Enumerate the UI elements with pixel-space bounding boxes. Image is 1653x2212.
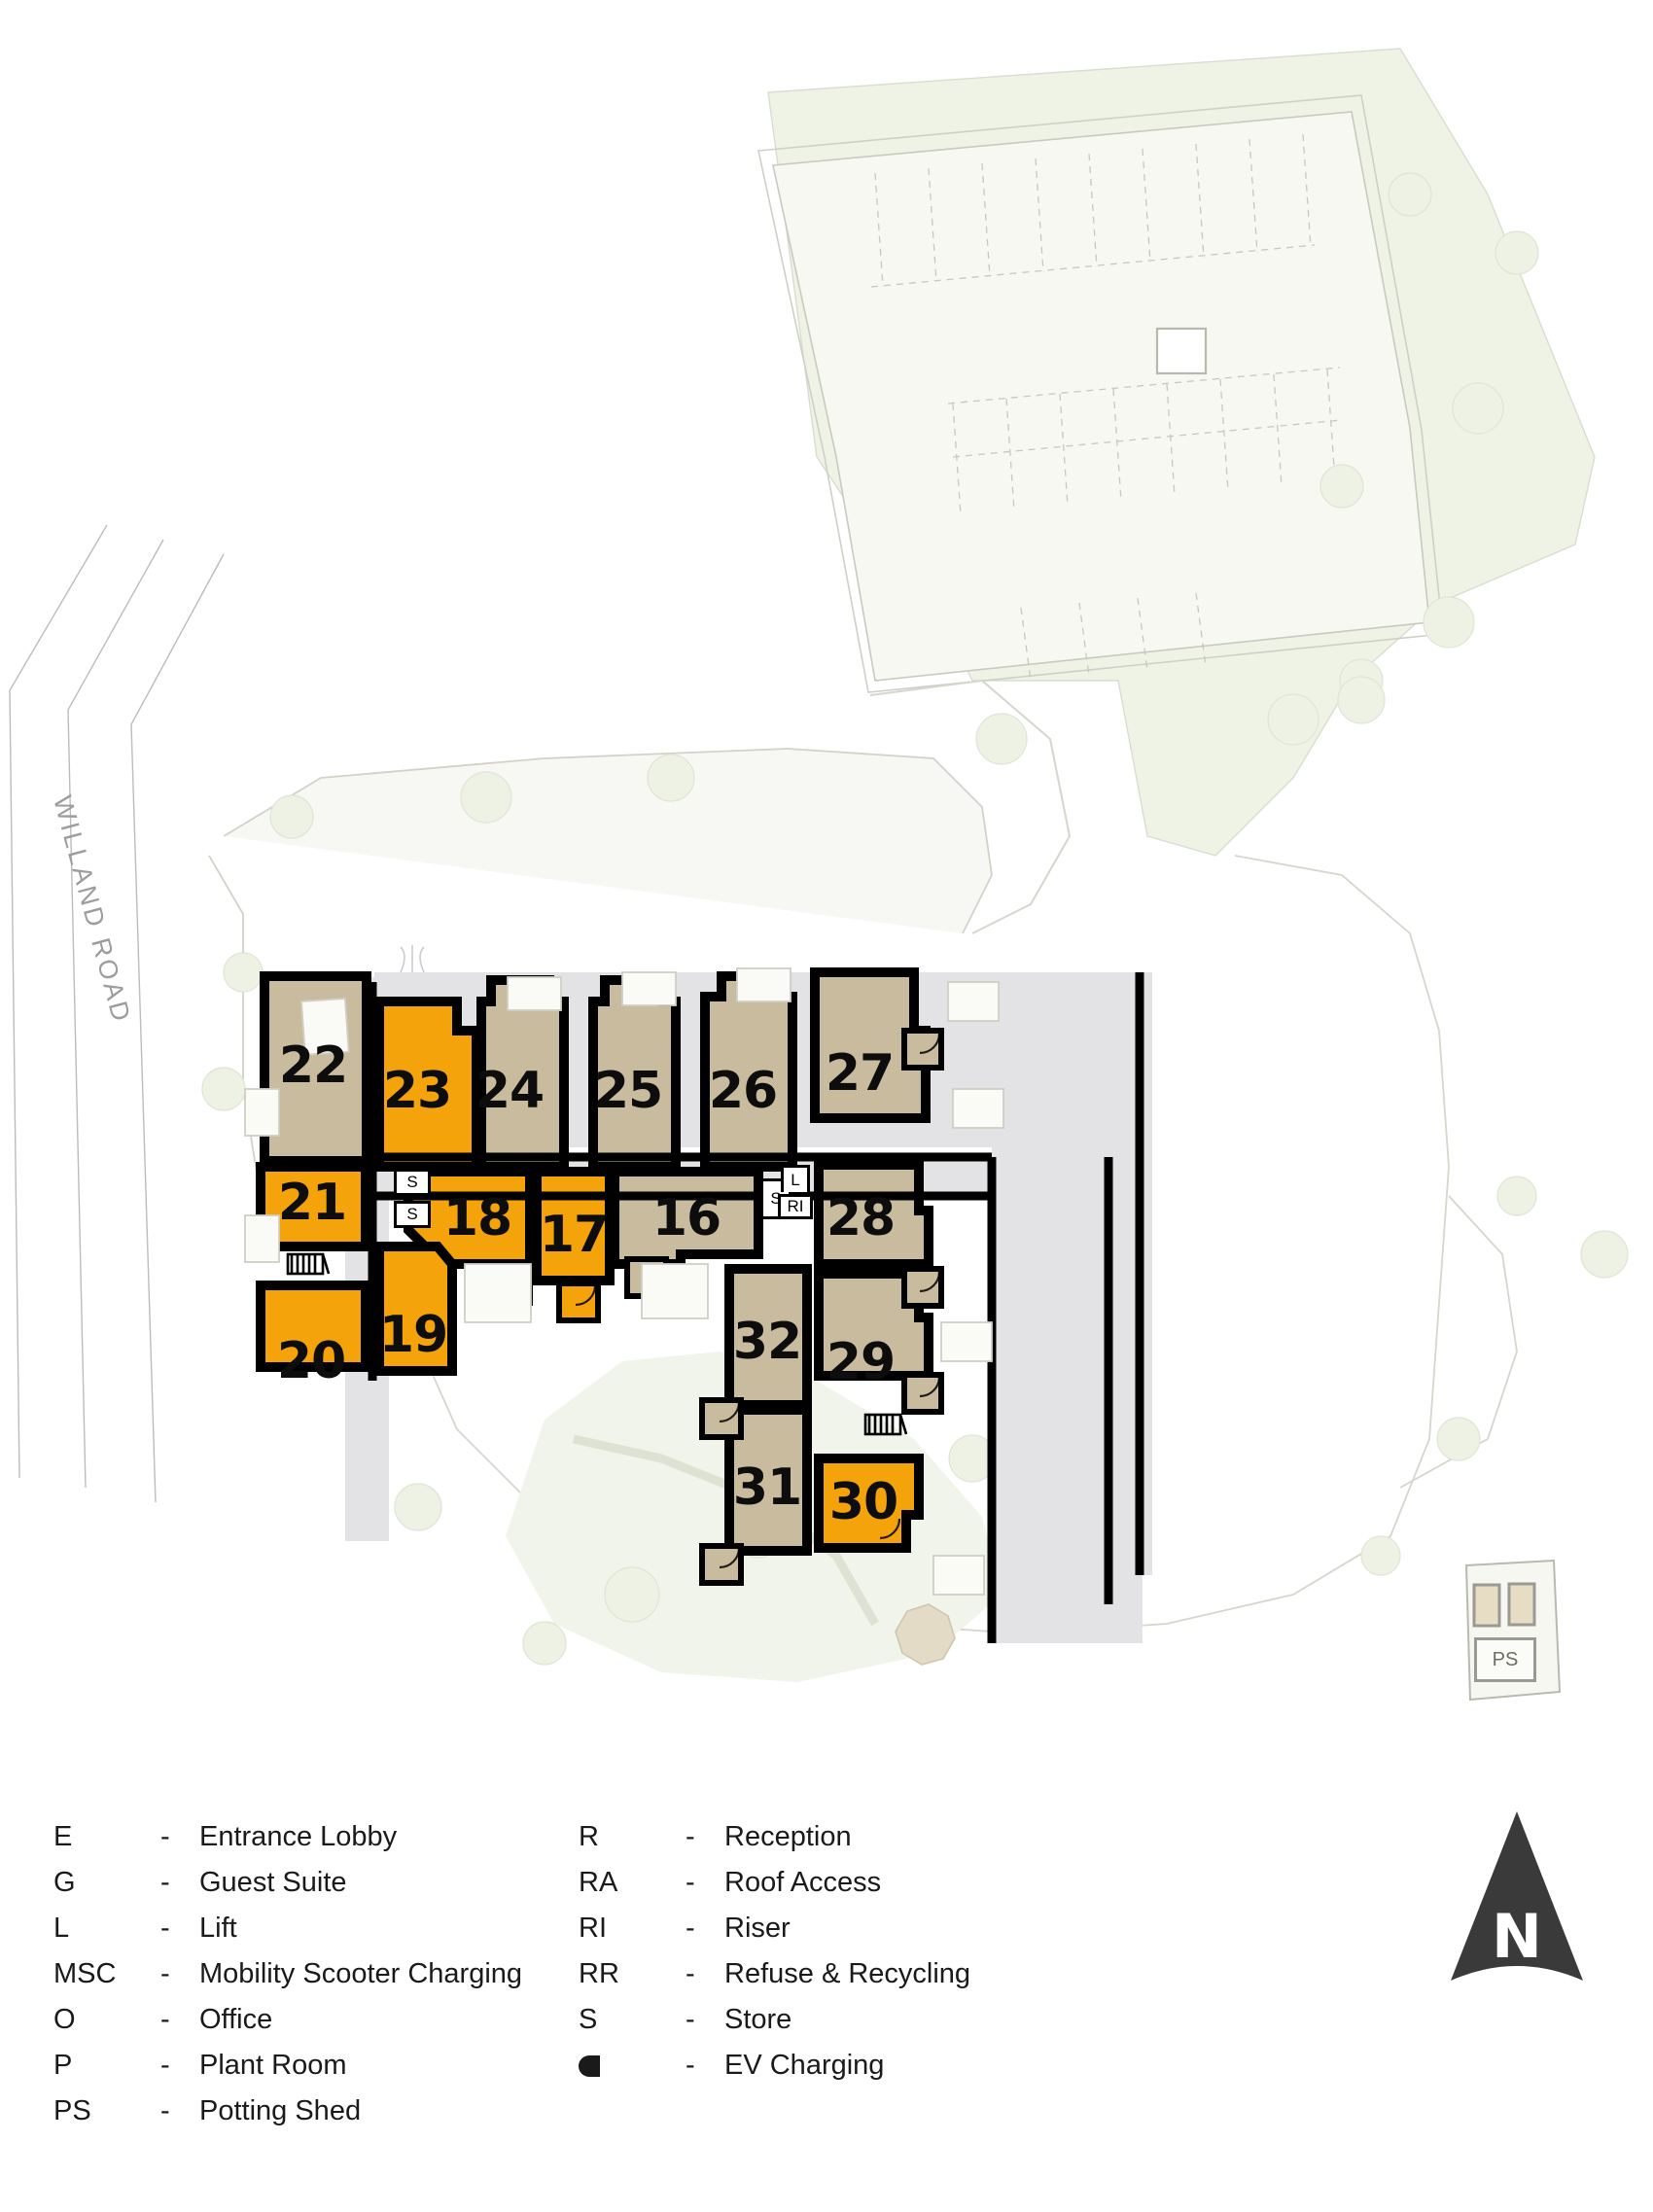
legend-dash: - <box>160 1958 170 1989</box>
legend-dash: - <box>686 2004 695 2035</box>
legend-dash: - <box>686 2050 695 2081</box>
legend-key-s: S <box>579 2004 598 2035</box>
legend-key-g: G <box>53 1867 76 1898</box>
legend-value-refuse-recycling: Refuse & Recycling <box>724 1958 971 1989</box>
room-code-store-2: S <box>394 1201 431 1228</box>
legend-key-p: P <box>53 2050 73 2081</box>
legend-dash: - <box>160 2095 170 2126</box>
building-block <box>244 945 1152 1643</box>
legend-dash: - <box>686 1913 695 1944</box>
legend-key-ps: PS <box>53 2095 91 2126</box>
legend-column-right: R - Reception RA - Roof Access RI - Rise… <box>579 1814 970 2089</box>
legend-value-mobility-scooter-charging: Mobility Scooter Charging <box>199 1958 523 1989</box>
site-plan-drawing <box>9 48 1629 1702</box>
potting-shed-label: PS <box>1474 1637 1536 1682</box>
legend-key-l: L <box>53 1913 70 1944</box>
legend-value-guest-suite: Guest Suite <box>199 1867 347 1898</box>
legend-value-riser: Riser <box>724 1913 791 1944</box>
legend: E - Entrance Lobby G - Guest Suite L - L… <box>0 1799 1653 2168</box>
stair-symbol <box>863 1413 908 1436</box>
legend-key-ra: RA <box>579 1867 618 1898</box>
legend-value-roof-access: Roof Access <box>724 1867 882 1898</box>
willand-road <box>9 524 225 1503</box>
north-arrow-glyph: N <box>1451 1811 1583 1981</box>
legend-value-lift: Lift <box>199 1913 237 1944</box>
ev-charging-icon <box>579 2043 686 2089</box>
stair-symbol <box>286 1252 331 1276</box>
north-letter: N <box>1492 1901 1542 1972</box>
legend-value-reception: Reception <box>724 1821 852 1852</box>
legend-value-entrance-lobby: Entrance Lobby <box>199 1821 398 1852</box>
legend-value-office: Office <box>199 2004 273 2035</box>
legend-key-ri: RI <box>579 1913 607 1944</box>
legend-key-rr: RR <box>579 1958 619 1989</box>
legend-dash: - <box>160 2004 170 2035</box>
legend-dash: - <box>160 1867 170 1898</box>
legend-value-store: Store <box>724 2004 792 2035</box>
room-code-lift: L <box>781 1165 810 1192</box>
room-code-riser: RI <box>778 1194 813 1219</box>
legend-key-e: E <box>53 1821 73 1852</box>
legend-value-potting-shed: Potting Shed <box>199 2095 362 2126</box>
legend-key-r: R <box>579 1821 599 1852</box>
access-roads <box>208 679 1518 1634</box>
legend-dash: - <box>160 1821 170 1852</box>
room-code-store-1: S <box>394 1169 431 1196</box>
upper-car-park <box>757 94 1444 693</box>
legend-column-left: E - Entrance Lobby G - Guest Suite L - L… <box>53 1814 522 2134</box>
legend-value-ev-charging: EV Charging <box>724 2050 885 2081</box>
site-plan-canvas: 22 23 24 25 26 27 21 18 17 16 28 20 19 3… <box>9 48 1629 1702</box>
legend-key-o: O <box>53 2004 76 2035</box>
north-arrow: N <box>1420 1804 1614 2008</box>
legend-dash: - <box>686 1821 695 1852</box>
legend-dash: - <box>160 1913 170 1944</box>
legend-value-plant-room: Plant Room <box>199 2050 347 2081</box>
legend-dash: - <box>686 1958 695 1989</box>
legend-dash: - <box>160 2050 170 2081</box>
legend-key-msc: MSC <box>53 1958 117 1989</box>
legend-dash: - <box>686 1867 695 1898</box>
